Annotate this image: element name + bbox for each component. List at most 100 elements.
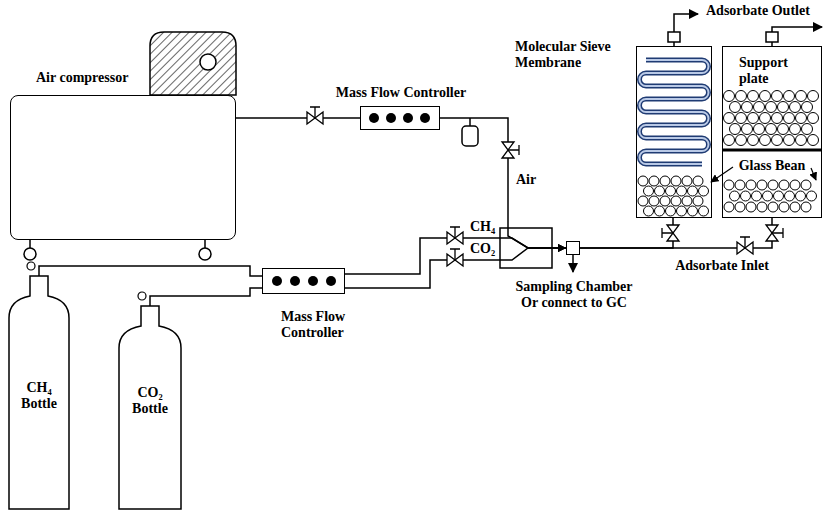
compressor-wheel — [199, 248, 211, 260]
glass-bead — [746, 202, 756, 212]
glass-bead — [752, 191, 762, 201]
glass-bead — [807, 191, 817, 201]
controller-dot — [272, 276, 282, 286]
column-cap — [668, 32, 680, 42]
glass-bead — [778, 124, 789, 135]
tank-pipe — [469, 118, 471, 126]
valve-symbol — [737, 237, 753, 254]
pipe-connector — [580, 218, 673, 248]
glass-bead — [730, 102, 741, 113]
sampling-chamber: Sampling Chamber Or connect to GC — [566, 241, 580, 255]
outlet-arrow — [674, 14, 698, 32]
support-plate — [723, 149, 821, 152]
pipe-connector — [70, 266, 262, 276]
glass-bead — [785, 191, 795, 201]
glass-bead — [671, 196, 681, 206]
glass-bead — [682, 176, 692, 186]
controller-dot — [386, 113, 396, 123]
valve-handle — [450, 249, 460, 260]
glass-bead — [790, 102, 801, 113]
membrane-tube — [640, 60, 709, 164]
glass-bead — [768, 202, 778, 212]
sampling-arrow — [572, 255, 574, 272]
membrane-tube-core — [640, 60, 709, 164]
compressor-hood — [150, 32, 236, 95]
bottle-gauge — [27, 262, 35, 270]
valve-handle — [450, 227, 460, 238]
glass-bead — [760, 135, 771, 146]
valve-symbol — [662, 225, 679, 241]
component-heading: Air compressor — [36, 70, 158, 86]
air-compressor: Air compressor — [10, 95, 236, 240]
edge-label: Air — [514, 172, 538, 188]
glass-bead — [808, 91, 819, 102]
glass-bead — [742, 124, 753, 135]
glass-bead — [655, 206, 665, 216]
pipe-connector — [345, 238, 566, 274]
glass-bead — [790, 124, 801, 135]
glass-bead — [790, 180, 800, 190]
glass-bead — [784, 113, 795, 124]
glass-bead — [660, 176, 670, 186]
glass-bead — [779, 202, 789, 212]
glass-bead — [638, 176, 648, 186]
glass-bead — [772, 91, 783, 102]
glass-bead — [655, 186, 665, 196]
leader-line — [811, 168, 816, 180]
glass-bead — [741, 191, 751, 201]
glass-bead — [779, 180, 789, 190]
glass-bead — [644, 186, 654, 196]
glass-bead — [649, 176, 659, 186]
glass-bead — [766, 124, 777, 135]
glass-bead — [757, 202, 767, 212]
pipe-connector — [236, 117, 360, 119]
part-label: Glass Bean — [737, 158, 808, 174]
packed-column: Support plate — [722, 46, 822, 218]
valve-handle — [662, 228, 673, 238]
glass-bead — [774, 191, 784, 201]
glass-bead — [808, 135, 819, 146]
membrane-column: Molecular Sieve Membrane — [636, 46, 712, 218]
valve-handle — [310, 107, 320, 118]
glass-bead — [730, 191, 740, 201]
glass-bead — [754, 124, 765, 135]
compressor-leg — [29, 240, 31, 248]
gas-bottle: CH₄ Bottle — [8, 260, 70, 510]
glass-bead — [742, 102, 753, 113]
glass-bead — [736, 135, 747, 146]
mass-flow-controller: Mass Flow Controller — [262, 268, 345, 294]
glass-bead — [638, 196, 648, 206]
glass-bead — [766, 102, 777, 113]
compressor-gauge — [200, 54, 216, 70]
glass-bead — [736, 113, 747, 124]
glass-bead — [644, 206, 654, 216]
valve-symbol — [766, 225, 783, 241]
glass-bead — [748, 91, 759, 102]
valve-symbol — [447, 227, 463, 244]
valve-symbol — [307, 107, 323, 124]
bottle-regulator — [39, 266, 70, 276]
glass-bead — [746, 180, 756, 190]
glass-bead — [760, 113, 771, 124]
glass-bead — [735, 180, 745, 190]
glass-bead — [796, 135, 807, 146]
glass-bead — [688, 186, 698, 196]
glass-bead — [736, 91, 747, 102]
column-cap — [766, 32, 778, 42]
valve-handle — [772, 228, 783, 238]
bottle-regulator — [150, 296, 182, 306]
component-label: CO₂ Bottle — [121, 385, 179, 417]
glass-bead — [735, 202, 745, 212]
component-label: CH₄ Bottle — [10, 380, 68, 412]
glass-bead — [796, 113, 807, 124]
edge-label: CO₂ — [468, 241, 497, 257]
pipe-connector — [580, 218, 772, 248]
valve-symbol — [447, 249, 463, 266]
gas-bottle: CO₂ Bottle — [118, 290, 182, 510]
glass-bead — [649, 196, 659, 206]
buffer-tank — [462, 126, 478, 146]
glass-bead — [763, 191, 773, 201]
valve-handle — [740, 237, 750, 248]
glass-bead — [671, 176, 681, 186]
glass-bead — [693, 196, 703, 206]
